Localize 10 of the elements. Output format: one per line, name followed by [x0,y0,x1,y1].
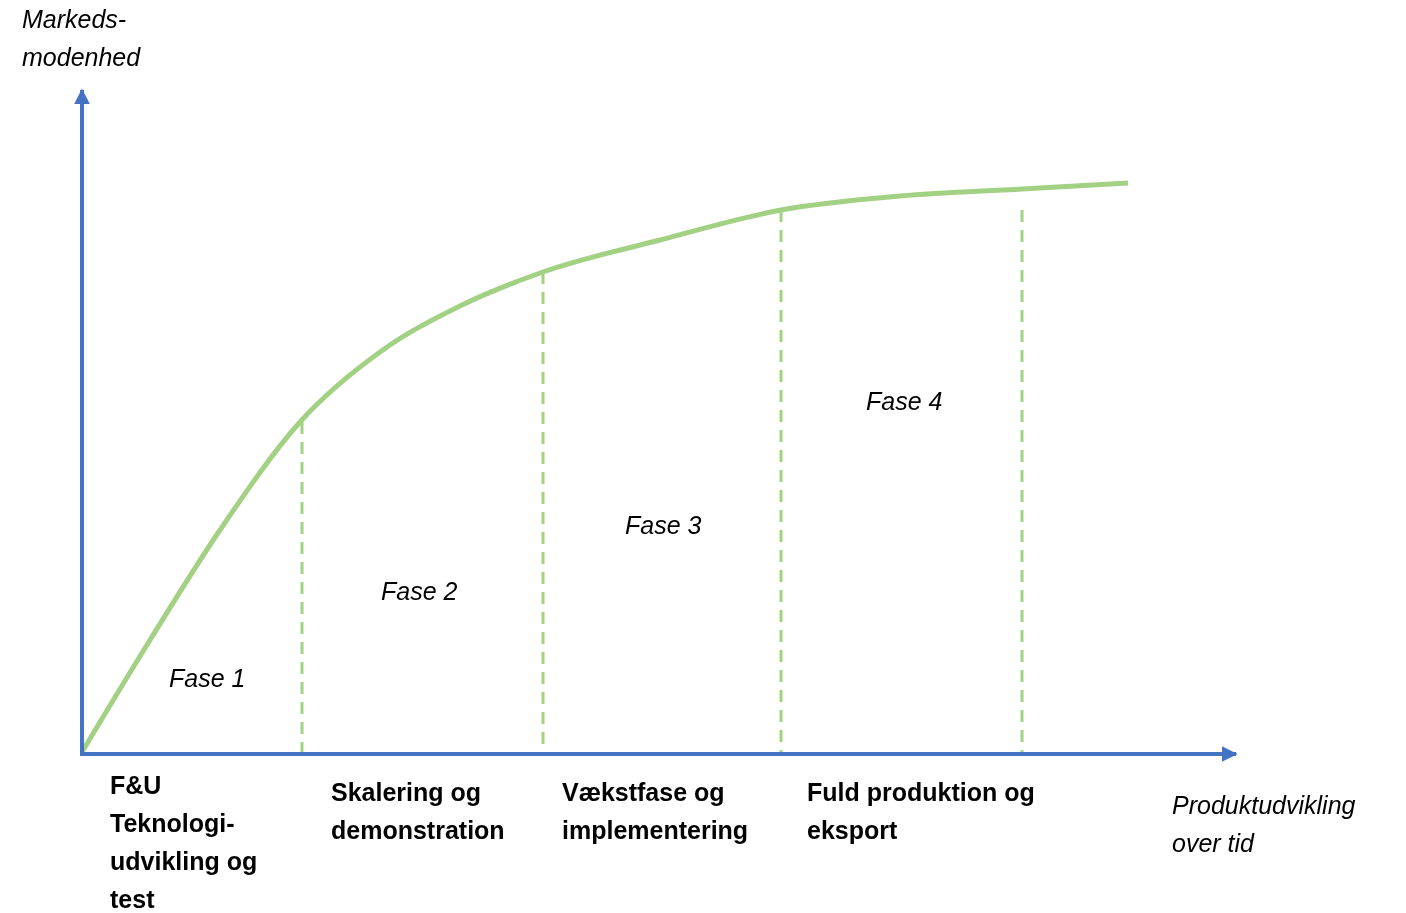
phase-description: Vækstfase og implementering [562,777,750,846]
phase-description: F&U Teknologi- udvikling og test [110,770,259,913]
phase-label: Fase 1 [169,663,247,694]
axis-title: Produktudvikling over tid [1172,790,1357,859]
phase-label: Fase 4 [866,386,944,417]
phase-label: Fase 2 [381,576,459,607]
phase-description: Skalering og demonstration [331,777,506,846]
phase-label: Fase 3 [625,510,703,541]
axis-title: Markeds- modenhed [22,4,142,73]
phase-description: Fuld produktion og eksport [807,777,1036,846]
